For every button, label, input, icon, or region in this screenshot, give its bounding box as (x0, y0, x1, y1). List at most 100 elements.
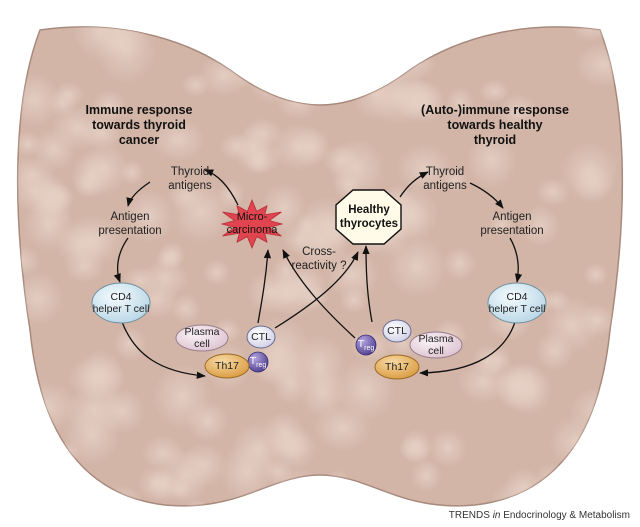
texture-blob (160, 448, 210, 505)
texture-blob (442, 247, 477, 281)
texture-blob (277, 264, 329, 305)
texture-blob (400, 26, 426, 39)
left-treg-label: Treg (249, 355, 267, 370)
cross-reactivity-label: Cross- reactivity ? (291, 246, 347, 272)
texture-blob (504, 468, 545, 506)
left-cd4-label: CD4 helper T cell (92, 291, 150, 315)
texture-blob (578, 304, 616, 337)
arrow-ctl-to-healthy (362, 245, 373, 323)
arrow-presentation-to-cd4-left (113, 237, 129, 283)
texture-blob (260, 182, 307, 234)
texture-blob (559, 142, 620, 203)
right-treg-label: Treg (357, 338, 375, 353)
right-th17-label: Th17 (385, 361, 409, 373)
texture-blob (181, 73, 211, 97)
th17-cell-right (374, 354, 420, 380)
credit-in: in (492, 510, 501, 521)
credit-journal-rest: Endocrinology & Metabolism (503, 510, 630, 521)
left-ctl-label: CTL (251, 331, 271, 343)
ctl-cell-left (246, 325, 276, 349)
microcarcinoma-star (220, 198, 284, 250)
healthy-thyrocytes-label: Healthy thyrocytes (339, 204, 399, 230)
texture-blob (101, 485, 144, 506)
texture-blob (520, 204, 561, 247)
texture-blob (63, 404, 120, 466)
texture-blob (328, 138, 386, 198)
cd4-cell-right (487, 282, 547, 324)
arrow-cd4-to-th17-right (419, 321, 516, 377)
texture-blob (50, 105, 106, 151)
arrow-treg-to-microcarcinoma (282, 249, 356, 339)
arrow-cd4-to-th17-left (121, 321, 206, 379)
texture-blob (535, 330, 574, 371)
texture-blob (151, 118, 206, 162)
texture-blob (575, 42, 623, 88)
texture-blob (495, 362, 547, 413)
right-plasma-label: Plasma cell (418, 333, 454, 357)
right-ctl-label: CTL (387, 325, 407, 337)
texture-blob (428, 26, 458, 45)
healthy-thyrocytes-shape (335, 189, 402, 245)
texture-blob (584, 444, 618, 472)
texture-blob (252, 30, 316, 93)
texture-blob (113, 326, 147, 362)
microcarcinoma-label: Micro- carcinoma (226, 211, 278, 236)
texture-blob (569, 386, 623, 439)
journal-credit: TRENDS in Endocrinology & Metabolism (449, 510, 630, 521)
texture-blob (396, 143, 453, 194)
texture-blob (334, 26, 372, 54)
texture-blob (17, 271, 64, 326)
texture-blob (170, 181, 231, 244)
texture-blob (205, 26, 232, 53)
texture-blob (17, 171, 59, 213)
arrow-microcarcinoma-to-antigens-left (204, 169, 239, 206)
texture-blob (487, 213, 516, 237)
arrow-ctl-to-microcarcinoma (257, 249, 272, 324)
texture-blob (186, 400, 229, 442)
texture-blob (79, 143, 129, 195)
texture-blob (479, 79, 510, 103)
cd4-cell-left (91, 282, 151, 324)
texture-blob (532, 462, 572, 506)
texture-blob (73, 26, 128, 61)
texture-blob (271, 123, 327, 171)
texture-blob (428, 428, 467, 468)
right-title: (Auto-)immune response towards healthy t… (421, 103, 569, 147)
texture-blob (410, 459, 442, 493)
texture-blob (536, 177, 570, 207)
treg-cell-right (355, 334, 377, 356)
plasma-cell-right (409, 331, 463, 359)
texture-blob (466, 132, 517, 189)
texture-blob (323, 470, 351, 495)
arrow-antigens-to-presentation-left (126, 181, 151, 207)
arrow-healthy-to-antigens-right (399, 171, 429, 198)
texture-blob (445, 86, 475, 119)
ctl-cell-right (382, 319, 412, 343)
texture-blob (593, 26, 622, 42)
texture-blob (76, 349, 125, 404)
texture-blob (583, 263, 609, 286)
texture-blob (405, 26, 438, 43)
right-cd4-label: CD4 helper T cell (488, 291, 546, 315)
arrow-antigens-to-presentation-right (469, 182, 504, 209)
texture-blob (54, 223, 109, 266)
texture-blob (457, 361, 510, 403)
left-plasma-label: Plasma cell (184, 326, 220, 350)
texture-blob (499, 94, 537, 129)
left-antigen-presentation-label: Antigen presentation (98, 211, 162, 237)
plasma-cell-left (175, 324, 229, 352)
arrow-presentation-to-cd4-right (509, 237, 523, 283)
texture-blob (17, 478, 47, 506)
texture-blob (398, 435, 431, 463)
texture-blob (299, 367, 347, 418)
left-thyroid-antigens-label: Thyroid antigens (168, 166, 212, 192)
texture-blob (298, 33, 334, 67)
texture-blob (123, 189, 175, 243)
texture-blob (234, 138, 283, 175)
texture-blob (322, 478, 372, 506)
right-antigen-presentation-label: Antigen presentation (480, 211, 544, 237)
texture-blob (262, 458, 294, 485)
credit-journal: TRENDS (448, 510, 490, 521)
